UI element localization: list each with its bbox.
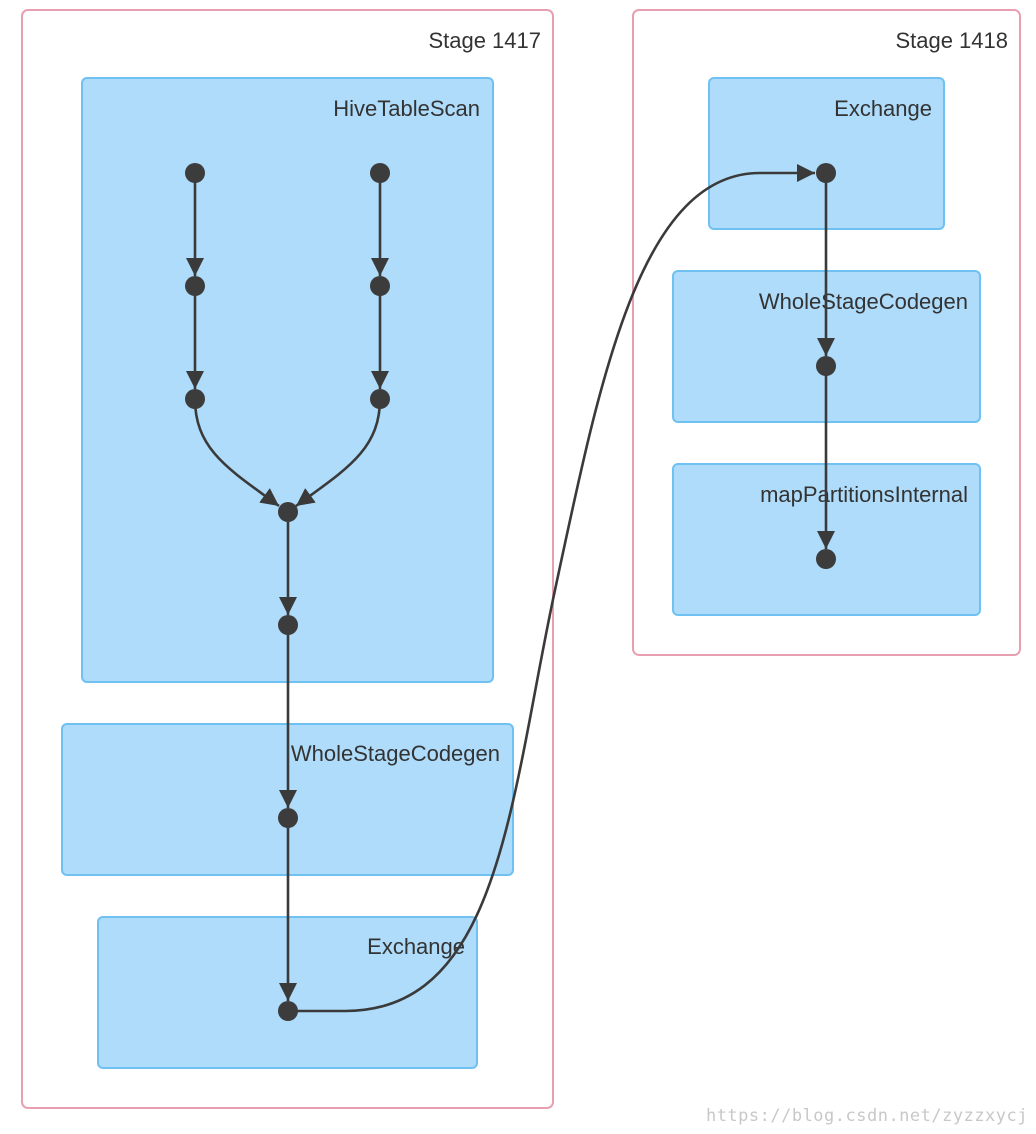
nodes bbox=[185, 163, 836, 1021]
rdd-node[interactable] bbox=[816, 356, 836, 376]
rdd-node[interactable] bbox=[185, 163, 205, 183]
stage-1418-label: Stage 1418 bbox=[895, 28, 1008, 53]
rdd-node[interactable] bbox=[370, 389, 390, 409]
stage-1417-label: Stage 1417 bbox=[428, 28, 541, 53]
cluster-exchange-1418-label: Exchange bbox=[834, 96, 932, 121]
rdd-node[interactable] bbox=[816, 549, 836, 569]
cluster-hivetablescan-label: HiveTableScan bbox=[333, 96, 480, 121]
cluster-exchange-1418[interactable]: Exchange bbox=[708, 77, 945, 230]
rdd-node[interactable] bbox=[185, 276, 205, 296]
watermark: https://blog.csdn.net/zyzzxycj bbox=[705, 1106, 1028, 1126]
rdd-node[interactable] bbox=[370, 276, 390, 296]
rdd-node[interactable] bbox=[278, 808, 298, 828]
cross-stage-edge bbox=[288, 164, 815, 1013]
edge bbox=[295, 398, 382, 508]
edge bbox=[193, 398, 280, 508]
cluster-exchange-1417-label: Exchange bbox=[367, 934, 465, 959]
rdd-node[interactable] bbox=[278, 1001, 298, 1021]
cluster-wholestagecodegen-1417-label: WholeStageCodegen bbox=[291, 741, 500, 766]
cluster-mappartitionsinternal-label: mapPartitionsInternal bbox=[760, 482, 968, 507]
cluster-hivetablescan[interactable]: HiveTableScan bbox=[81, 77, 494, 683]
rdd-node[interactable] bbox=[278, 502, 298, 522]
rdd-node[interactable] bbox=[278, 615, 298, 635]
cluster-wholestagecodegen-1418-label: WholeStageCodegen bbox=[759, 289, 968, 314]
rdd-node[interactable] bbox=[816, 163, 836, 183]
rdd-node[interactable] bbox=[185, 389, 205, 409]
edges bbox=[186, 164, 835, 1013]
rdd-node[interactable] bbox=[370, 163, 390, 183]
